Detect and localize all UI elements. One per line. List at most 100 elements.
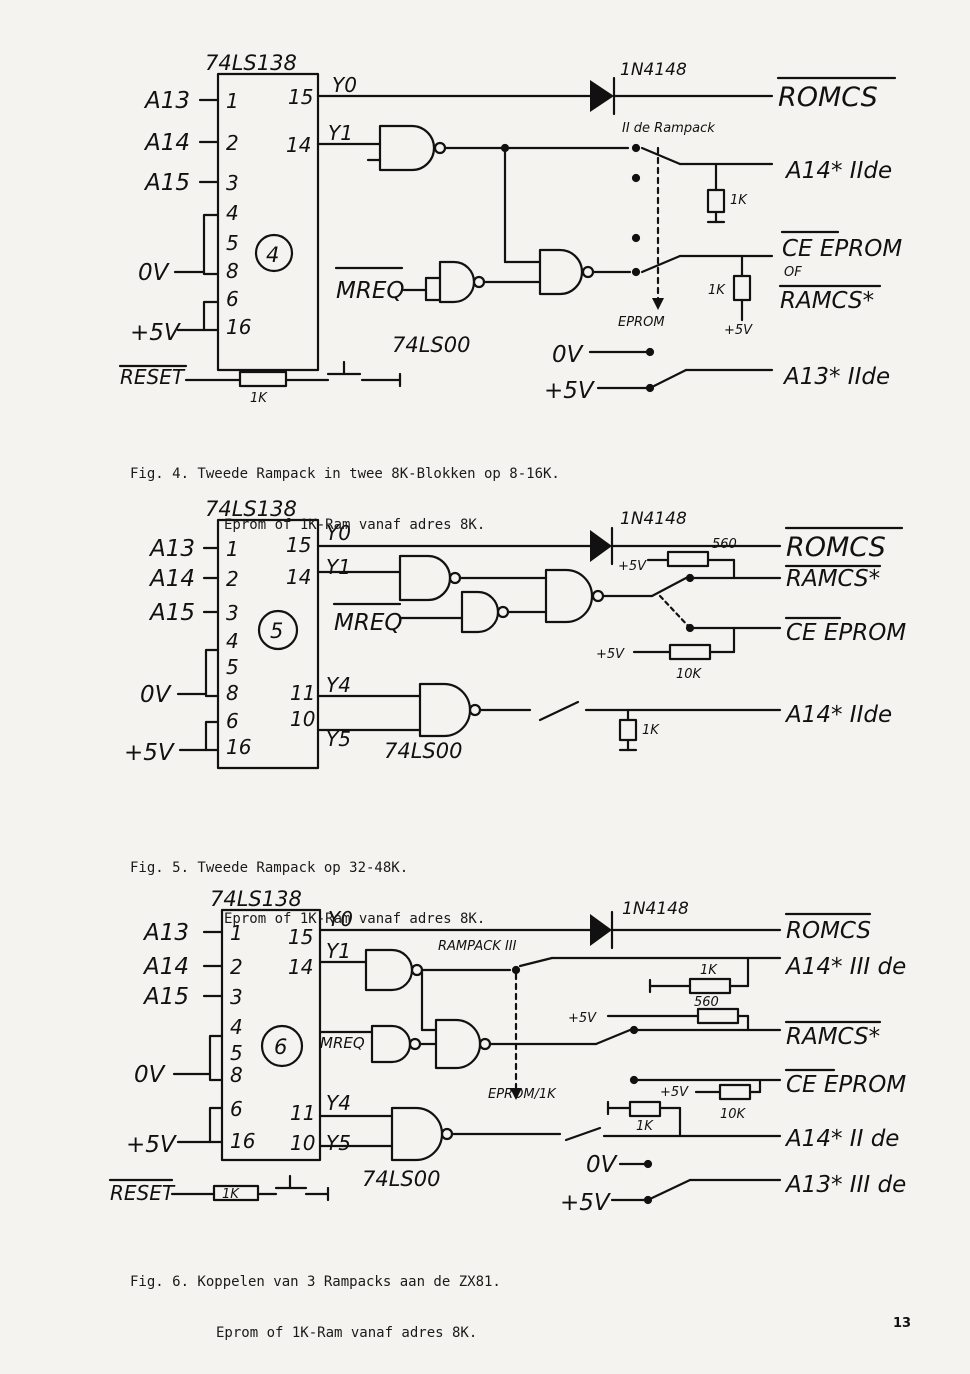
fig5-output-y0: Y0 [326,521,351,545]
fig5-gate-chip-label: 74LS00 [384,739,462,763]
fig6-pin: 8 [230,1063,243,1087]
fig5-pin: 11 [290,681,315,705]
fig5-decoder-label: 74LS138 [205,497,297,521]
fig6-pin: 1 [230,921,243,945]
fig4-caption-line1: Fig. 4. Tweede Rampack in twee 8K-Blokke… [130,466,560,482]
fig5-pin: 14 [286,565,311,589]
fig5-number-circle [257,609,299,651]
fig4-pin: 15 [288,85,313,109]
fig4-pin: 16 [226,315,251,339]
fig4-pin: 1 [226,89,239,113]
fig4-resistor-label: 1K [730,193,748,208]
fig4-0v-label: 0V [552,342,585,368]
fig6-pin: 3 [230,985,243,1009]
fig5-5v-label: +5V [618,559,647,574]
fig6-output-y4: Y4 [326,1091,351,1115]
fig4-nand-gate-1 [378,124,436,172]
fig5-pin: 6 [226,709,239,733]
fig4-pin: 14 [286,133,311,157]
fig6-pin: 14 [288,955,313,979]
fig5-resistor-label: 1K [642,723,660,738]
fig4-signal-ce-eprom: CE EPROM [782,236,902,262]
fig4-switch-label: II de Rampack [622,121,715,136]
fig4-reset-label: RESET [120,365,186,389]
fig4-pin: 5 [226,231,239,255]
fig4-resistor-1k [706,188,726,214]
fig5-pin: 1 [226,537,239,561]
fig6-signal-a14-iiide: A14* III de [784,954,906,980]
fig5-pin: 5 [226,655,239,679]
fig4-pin: 2 [226,131,239,155]
fig5-nand-gate-3 [544,568,594,624]
fig5-caption-line1: Fig. 5. Tweede Rampack op 32-48K. [130,860,409,876]
fig4-signal-a14-iide: A14* IIde [784,158,892,184]
fig6-decoder-label: 74LS138 [210,887,302,911]
fig6-gate-chip-label: 74LS00 [362,1167,440,1191]
fig5-signal-romcs: ROMCS [786,532,886,563]
fig4-decoder-chip [216,72,320,372]
fig6-resistor-10k [718,1083,752,1101]
fig5-pin: 15 [286,533,311,557]
fig4-input-0v: 0V [138,260,171,286]
fig6-pin: 5 [230,1041,243,1065]
fig4-eprom-label: EPROM [618,315,665,330]
fig6-resistor-label: 1K [636,1119,654,1134]
fig5-input-a15: A15 [148,600,195,626]
fig4-resistor-label: 1K [708,283,726,298]
fig6-number: 6 [274,1035,287,1059]
fig6-diode-label: 1N4148 [622,899,689,919]
fig4-nand-gate-2 [438,260,476,304]
fig5-pin: 10 [290,707,315,731]
fig5-pin: 16 [226,735,251,759]
fig6-pin: 4 [230,1015,243,1039]
fig4-diode-label: 1N4148 [620,60,687,80]
fig5-caption: Fig. 5. Tweede Rampack op 32-48K. Eprom … [130,826,485,945]
fig5-signal-a14-iide: A14* IIde [784,702,892,728]
figure-5-schematic: 74LS138 A13 1 A14 2 A15 3 4 5 8 6 16 0V … [124,497,906,770]
fig6-output-y1: Y1 [326,939,351,963]
fig4-output-y1: Y1 [328,121,353,145]
fig4-pin: 3 [226,171,239,195]
fig5-input-5v: +5V [124,740,176,766]
fig6-signal-romcs: ROMCS [786,918,871,944]
fig6-pin: 11 [290,1101,315,1125]
fig5-mreq-label: MREQ [334,610,402,636]
fig4-signal-ramcs: RAMCS* [780,288,874,314]
fig4-pin: 8 [226,259,239,283]
fig5-decoder-chip [216,518,320,770]
fig6-caption-line1: Fig. 6. Koppelen van 3 Rampacks aan de Z… [130,1274,501,1290]
fig4-signal-of: OF [784,265,802,280]
fig4-signal-a13-iide: A13* IIde [782,364,890,390]
fig5-caption-line2: Eprom of 1K-Ram vanaf adres 8K. [224,911,486,927]
fig6-nand-gate-2 [370,1024,412,1064]
fig6-output-y5: Y5 [326,1131,351,1155]
fig6-signal-ce-eprom: CE EPROM [786,1072,906,1098]
fig5-resistor-10k [668,643,712,661]
fig4-pin: 6 [226,287,239,311]
fig4-diode [590,80,614,112]
fig6-output-y0: Y0 [328,907,353,931]
fig6-resistor-label: 560 [694,995,719,1010]
fig6-pin: 15 [288,925,313,949]
fig6-input-a14: A14 [142,954,189,980]
fig6-5v-label: +5V [568,1011,597,1026]
fig5-signal-ce-eprom: CE EPROM [786,620,906,646]
fig4-input-a14: A14 [143,130,190,156]
fig5-output-y1: Y1 [326,555,351,579]
fig4-mreq-label: MREQ [336,278,404,304]
fig4-input-a15: A15 [143,170,190,196]
fig6-pin: 2 [230,955,243,979]
fig6-nand-gate-4 [390,1106,444,1162]
fig6-input-a13: A13 [142,920,189,946]
fig4-signal-romcs: ROMCS [778,82,878,113]
fig5-pin: 4 [226,629,239,653]
fig4-resistor-label: 1K [250,391,268,406]
figure-6-schematic: 74LS138 A13 1 A14 2 A15 3 4 5 8 6 16 0V … [108,887,906,1216]
fig6-caption-line2: Eprom of 1K-Ram vanaf adres 8K. [216,1325,478,1341]
fig4-input-5v: +5V [130,320,182,346]
fig6-input-0v: 0V [134,1062,167,1088]
fig5-pin: 3 [226,601,239,625]
fig6-switch-label: RAMPACK III [438,939,517,954]
fig6-mreq-label: MREQ [320,1034,365,1052]
fig6-5v-label-2: +5V [660,1085,689,1100]
